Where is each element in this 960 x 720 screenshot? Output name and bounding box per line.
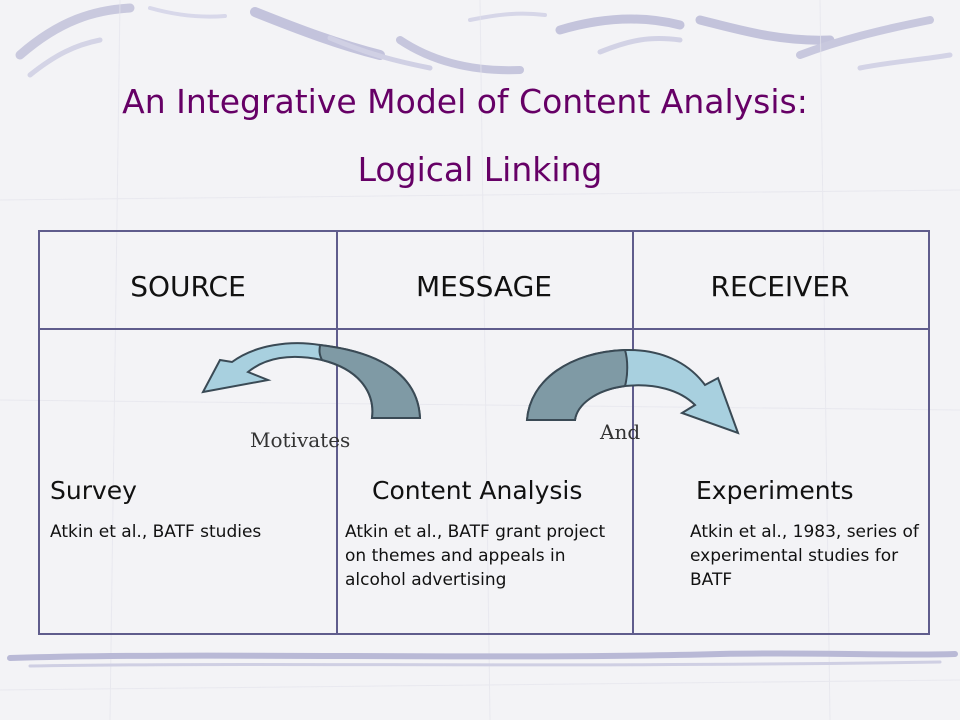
source-body: Atkin et al., BATF studies xyxy=(50,522,262,542)
and-arrow-icon xyxy=(525,348,740,435)
slide-title-line1: An Integrative Model of Content Analysis… xyxy=(122,82,808,121)
header-source: SOURCE xyxy=(130,270,246,303)
column-divider xyxy=(336,232,338,633)
slide-title-line2: Logical Linking xyxy=(357,150,603,189)
header-receiver: RECEIVER xyxy=(710,270,850,303)
header-message: MESSAGE xyxy=(416,270,552,303)
and-label: And xyxy=(600,420,641,444)
source-title: Survey xyxy=(50,476,137,505)
model-table: SOURCE MESSAGE RECEIVER Survey Atkin et … xyxy=(38,230,930,635)
motivates-label: Motivates xyxy=(250,428,351,452)
message-body: Atkin et al., BATF grant project on them… xyxy=(345,522,606,590)
header-divider xyxy=(40,328,928,330)
message-title: Content Analysis xyxy=(372,476,583,505)
receiver-body: Atkin et al., 1983, series of experiment… xyxy=(690,522,919,590)
receiver-title: Experiments xyxy=(696,476,854,505)
column-divider xyxy=(632,232,634,633)
motivates-arrow-icon xyxy=(201,342,422,419)
bottom-divider xyxy=(7,650,958,668)
